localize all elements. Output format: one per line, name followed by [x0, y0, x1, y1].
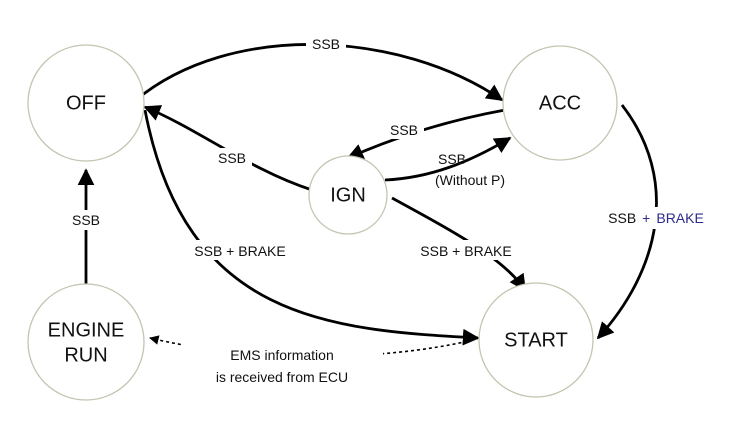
edge-off-to-start — [143, 109, 480, 346]
svg-text:SSB: SSB — [438, 151, 466, 167]
label-ems-information: EMS information is received from ECU — [183, 344, 383, 388]
svg-text:EMS information: EMS information — [230, 347, 333, 363]
edge-ign-to-acc — [384, 136, 512, 182]
svg-text:(Without P): (Without P) — [435, 172, 505, 188]
label-engine-run-to-off: SSB — [64, 210, 108, 230]
label-ign-to-acc: SSB (Without P) — [435, 151, 505, 188]
edge-off-to-acc — [135, 43, 504, 102]
svg-text:SSB + BRAKE: SSB + BRAKE — [420, 243, 511, 259]
svg-text:START: START — [504, 329, 568, 351]
svg-text:ENGINE: ENGINE — [48, 319, 125, 341]
label-acc-to-start: SSB + BRAKE — [590, 207, 722, 229]
svg-text:is received from ECU: is received from ECU — [216, 369, 348, 385]
svg-text:SSB: SSB — [390, 122, 418, 138]
svg-text:SSB: SSB — [72, 212, 100, 228]
label-off-to-start: SSB + BRAKE — [175, 240, 307, 260]
label-off-to-acc: SSB — [306, 34, 346, 52]
label-plus: + — [642, 210, 650, 226]
state-ign: IGN — [308, 155, 388, 235]
state-off: OFF — [27, 44, 145, 162]
svg-text:SSB: SSB — [218, 150, 246, 166]
state-acc: ACC — [502, 45, 618, 161]
svg-text:SSB + BRAKE: SSB + BRAKE — [194, 243, 285, 259]
svg-text:IGN: IGN — [330, 184, 366, 206]
label-ssb: SSB — [608, 210, 636, 226]
svg-text:SSB: SSB — [312, 36, 340, 52]
svg-text:ACC: ACC — [539, 92, 581, 114]
svg-text:RUN: RUN — [64, 344, 107, 366]
state-start: START — [478, 282, 594, 398]
state-engine-run: ENGINE RUN — [27, 283, 145, 401]
svg-text:OFF: OFF — [66, 92, 106, 114]
label-ign-to-start: SSB + BRAKE — [400, 240, 532, 260]
label-brake: BRAKE — [656, 210, 703, 226]
svg-text:SSB+BRAKE: SSB + BRAKE — [608, 210, 704, 226]
edge-acc-to-ign — [346, 108, 506, 160]
label-ign-to-off: SSB — [212, 148, 252, 166]
label-acc-to-ign: SSB — [384, 121, 424, 139]
